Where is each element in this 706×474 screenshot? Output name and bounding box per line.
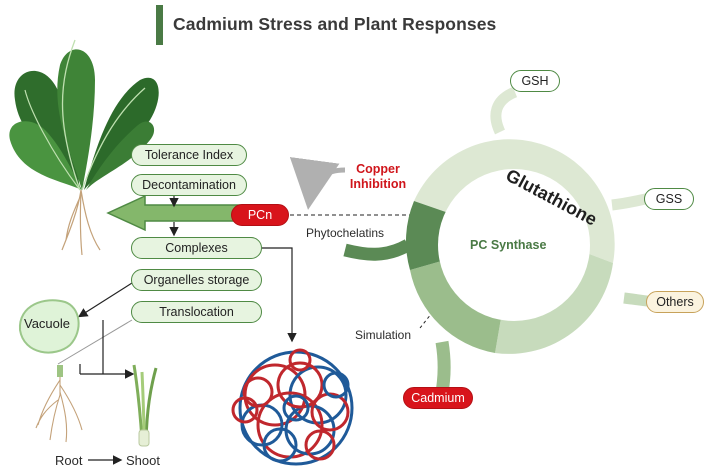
shoot-icon bbox=[132, 364, 158, 447]
pc-synthase-label: PC Synthase bbox=[470, 238, 547, 252]
translocation-box: Translocation bbox=[131, 301, 262, 323]
shoot-label: Shoot bbox=[126, 453, 160, 468]
cadmium-badge: Cadmium bbox=[403, 387, 473, 409]
organelles-storage-box: Organelles storage bbox=[131, 269, 262, 291]
curved-arrow-icon bbox=[289, 156, 346, 210]
title-accent-bar bbox=[156, 5, 163, 45]
glutathione-cycle bbox=[343, 86, 661, 394]
vacuole-icon bbox=[18, 299, 80, 354]
decontamination-box: Decontamination bbox=[131, 174, 247, 196]
root-icon bbox=[35, 365, 83, 443]
complexes-box: Complexes bbox=[131, 237, 262, 259]
copper-inhibition-line-1: Copper bbox=[356, 162, 400, 176]
vacuole-label: Vacuole bbox=[24, 316, 71, 331]
others-badge: Others bbox=[646, 291, 704, 313]
pcn-badge: PCn bbox=[231, 204, 289, 226]
simulation-label: Simulation bbox=[355, 328, 412, 342]
spinach-plant-icon bbox=[9, 39, 159, 256]
root-label: Root bbox=[55, 453, 83, 468]
gss-badge: GSS bbox=[644, 188, 694, 210]
big-green-arrow bbox=[106, 194, 251, 232]
copper-inhibition-line-2: Inhibition bbox=[349, 177, 407, 191]
polymer-tangle-icon bbox=[231, 348, 354, 466]
copper-inhibition-label: Copper Inhibition bbox=[340, 162, 416, 192]
tolerance-index-box: Tolerance Index bbox=[131, 144, 247, 166]
gsh-badge: GSH bbox=[510, 70, 560, 92]
page-title: Cadmium Stress and Plant Responses bbox=[173, 14, 497, 34]
phytochelatins-label: Phytochelatins bbox=[306, 226, 385, 240]
